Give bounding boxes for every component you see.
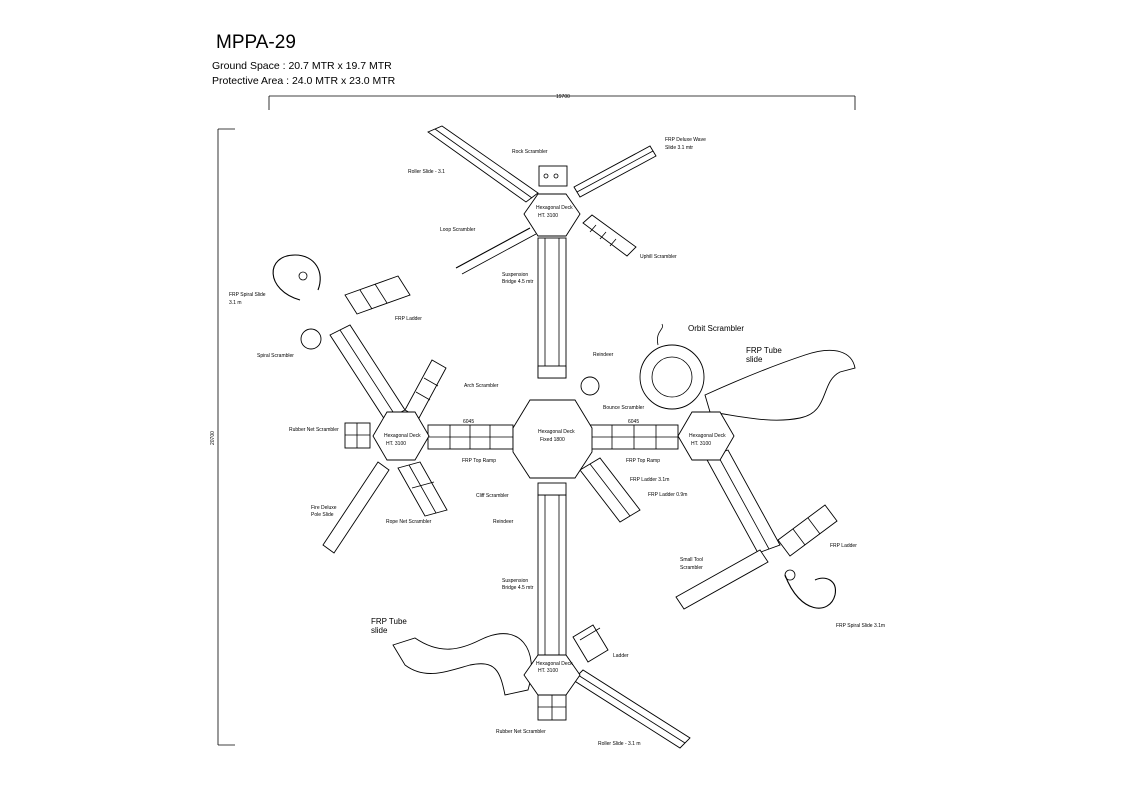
- label-dim-left-ramp: 6045: [463, 419, 474, 425]
- label-arch-scrambler: Arch Scrambler: [464, 383, 499, 389]
- label-roller-slide-top: Roller Slide - 3.1: [408, 169, 445, 175]
- roller-slide-top: [427, 125, 539, 203]
- label-frp-tube-bottom: FRP Tube: [371, 617, 407, 626]
- label-reindeer-top: Reindeer: [593, 352, 614, 358]
- label-rubber-net-scrambler: Rubber Net Scrambler: [289, 427, 339, 433]
- label-hex-deck-bottom-ht: HT. 3100: [538, 668, 558, 674]
- label-frp-ladder-mid2: FRP Ladder 0.9m: [648, 492, 687, 498]
- dimension-top: 19700: [268, 94, 856, 110]
- protective-area-text: Protective Area : 24.0 MTR x 23.0 MTR: [212, 75, 396, 87]
- label-hex-deck-right-ht: HT. 3100: [691, 441, 711, 447]
- hex-deck-left: [372, 411, 430, 461]
- arch-scrambler: [404, 359, 447, 419]
- label-suspension-top: Suspension: [502, 272, 528, 278]
- label-rubber-net-bottom: Rubber Net Scrambler: [496, 729, 546, 735]
- label-suspension-bottom: Suspension: [502, 578, 528, 584]
- frp-ladder-diag-left: [329, 324, 406, 421]
- label-rope-net-scrambler: Rope Net Scrambler: [386, 519, 432, 525]
- drawing-title: MPPA-29: [216, 32, 296, 53]
- label-spiral-scrambler: Spiral Scrambler: [257, 353, 294, 359]
- frp-ladder-right: [777, 504, 838, 557]
- dim-top-label: 19700: [556, 94, 570, 100]
- rock-scrambler: [538, 165, 568, 187]
- label-reindeer-bottom: Reindeer: [493, 519, 514, 525]
- frp-top-ramp-right: [589, 424, 679, 450]
- spiral-scrambler: [300, 328, 322, 350]
- frp-tube-slide-right: [704, 349, 856, 421]
- label-frp-spiral-slide-left: FRP Spiral Slide: [229, 292, 266, 298]
- label-frp-deluxe-wave-2: Slide 3.1 mtr: [665, 145, 693, 151]
- fire-deluxe-pole-slide: [322, 461, 390, 554]
- rubber-net-scrambler: [344, 422, 371, 449]
- hex-deck-bottom: [523, 654, 581, 696]
- label-frp-tube-bottom-2: slide: [371, 626, 388, 635]
- label-hex-deck-center-2: Fixed 1800: [540, 437, 565, 443]
- label-frp-ladder-right: FRP Ladder: [830, 543, 857, 549]
- label-hex-deck-top-ht: HT. 3100: [538, 213, 558, 219]
- label-roller-slide-bottom: Roller Slide - 3.1 m: [598, 741, 641, 747]
- frp-deluxe-wave-slide: [573, 145, 657, 198]
- label-small-tool-2: Scrambler: [680, 565, 703, 571]
- hex-deck-top: [523, 193, 581, 237]
- ground-space-text: Ground Space : 20.7 MTR x 19.7 MTR: [212, 60, 392, 72]
- label-frp-ladder-mid: FRP Ladder 3.1m: [630, 477, 669, 483]
- orbit-scrambler: [639, 323, 705, 410]
- label-cliff-scrambler: Cliff Scrambler: [476, 493, 509, 499]
- frp-ladder-left: [344, 275, 411, 315]
- reindeer-bottom: [537, 482, 567, 496]
- dim-left-label: 20700: [210, 431, 216, 445]
- label-suspension-top-2: Bridge 4.5 mtr: [502, 279, 534, 285]
- ladder-bottom: [572, 624, 609, 663]
- label-frp-spiral-slide-right: FRP Spiral Slide 3.1m: [836, 623, 885, 629]
- reindeer-top: [537, 365, 567, 379]
- rubber-net-scrambler-bottom: [537, 693, 567, 721]
- label-frp-top-ramp-right: FRP Top Ramp: [626, 458, 660, 464]
- label-frp-spiral-slide-left-2: 3.1 m: [229, 300, 242, 306]
- rope-net-scrambler: [397, 461, 448, 517]
- label-frp-tube-right-2: slide: [746, 355, 763, 364]
- label-hex-deck-left-ht: HT. 3100: [386, 441, 406, 447]
- bounce-scrambler: [580, 376, 600, 396]
- loop-scrambler: [455, 227, 537, 275]
- label-suspension-bottom-2: Bridge 4.5 mtr: [502, 585, 534, 591]
- suspension-bridge-top: [537, 237, 567, 379]
- label-frp-deluxe-wave: FRP Deluxe Wave: [665, 137, 706, 143]
- label-loop-scrambler: Loop Scrambler: [440, 227, 476, 233]
- label-uphill-scrambler: Uphill Scrambler: [640, 254, 677, 260]
- roller-slide-bottom: [572, 669, 691, 749]
- label-ladder-bottom: Ladder: [613, 653, 629, 659]
- label-rock-scrambler: Rock Scrambler: [512, 149, 548, 155]
- frp-tube-slide-bottom: [392, 633, 532, 696]
- label-fire-deluxe-2: Pole Slide: [311, 512, 334, 518]
- label-frp-ladder-left: FRP Ladder: [395, 316, 422, 322]
- label-orbit-scrambler: Orbit Scrambler: [688, 324, 744, 333]
- label-bounce-scrambler: Bounce Scrambler: [603, 405, 644, 411]
- frp-ladder-mid: [579, 457, 641, 523]
- label-hex-deck-top: Hexagonal Deck: [536, 205, 573, 211]
- frp-top-ramp-left: [427, 424, 514, 450]
- label-hex-deck-right: Hexagonal Deck: [689, 433, 726, 439]
- dimension-left: 20700: [210, 128, 235, 746]
- label-dim-right-ramp: 6045: [628, 419, 639, 425]
- small-tool-scrambler: [675, 549, 769, 610]
- label-frp-top-ramp-left: FRP Top Ramp: [462, 458, 496, 464]
- label-hex-deck-center: Hexagonal Deck: [538, 429, 575, 435]
- label-hex-deck-bottom: Hexagonal Deck: [536, 661, 573, 667]
- frp-spiral-slide-right: [784, 569, 836, 609]
- label-small-tool: Small Tool: [680, 557, 703, 563]
- label-fire-deluxe: Fire Deluxe: [311, 505, 337, 511]
- suspension-bridge-bottom: [537, 494, 567, 656]
- hex-deck-right: [677, 411, 735, 461]
- frp-ladder-diag-right: [705, 449, 781, 554]
- uphill-scrambler: [582, 214, 637, 257]
- label-hex-deck-left: Hexagonal Deck: [384, 433, 421, 439]
- label-frp-tube-right: FRP Tube: [746, 346, 782, 355]
- frp-spiral-slide-left: [272, 254, 321, 301]
- hex-deck-center: [512, 399, 593, 479]
